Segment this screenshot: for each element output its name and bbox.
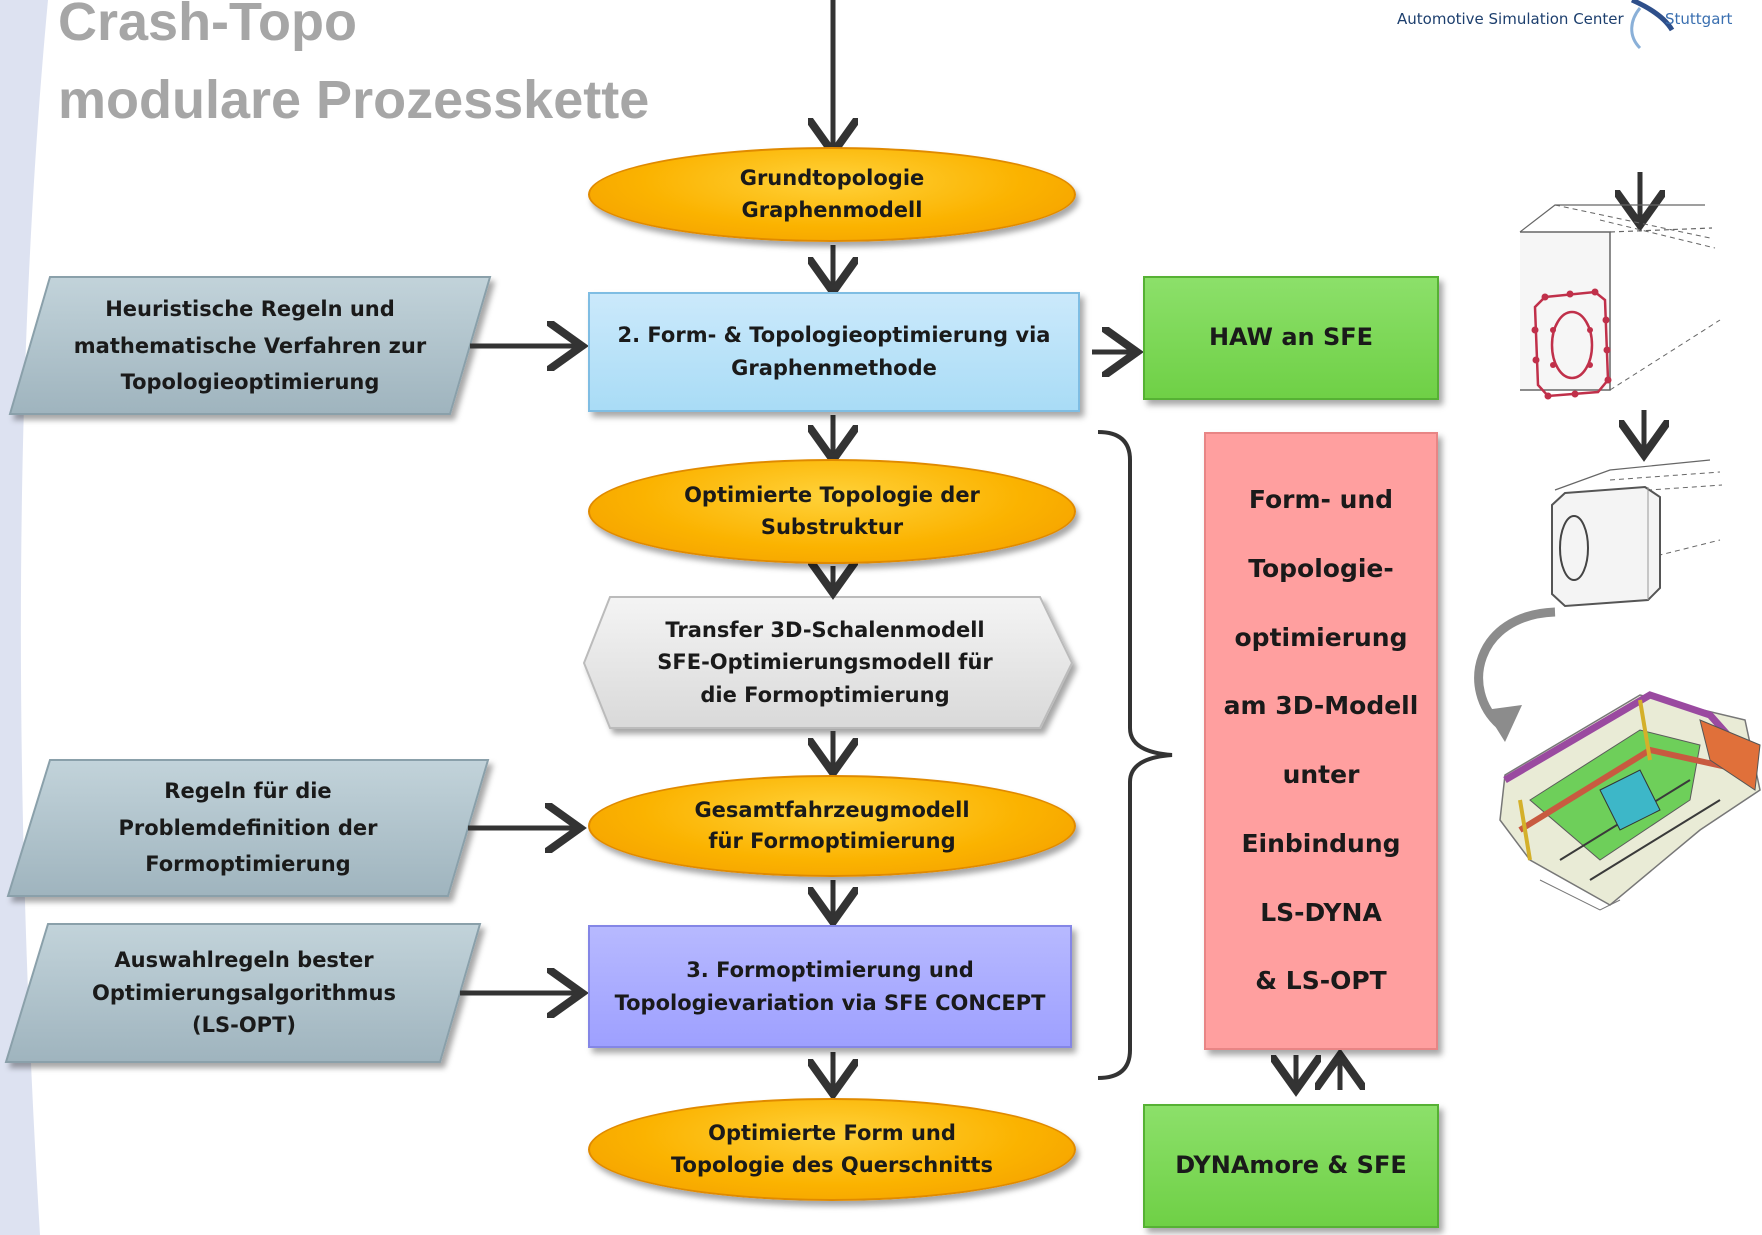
node-dynamore-sfe-label: DYNAmore & SFE <box>1175 1151 1407 1180</box>
vehicle-body-fe-model-icon <box>1499 691 1761 911</box>
node-step2: 2. Form- & Topologieoptimierung via Grap… <box>588 292 1080 412</box>
left-swoosh-decoration <box>0 0 48 1235</box>
heuristic-rules-shape <box>8 276 492 415</box>
node-step3-label: 3. Formoptimierung und Topologievariatio… <box>614 957 1046 1015</box>
node-selection-rules: Auswahlregeln bester Optimierungsalgorit… <box>34 927 454 1059</box>
transfer-hexagon-shape <box>582 596 1074 729</box>
node-haw-sfe-label: HAW an SFE <box>1208 323 1374 352</box>
node-form-topo-3d-label: Form- und Topologie- optimierung am 3D-M… <box>1223 485 1419 996</box>
node-optimized-form: Optimierte Form und Topologie des Quersc… <box>588 1098 1076 1201</box>
node-optimized-topology: Optimierte Topologie der Substruktur <box>588 459 1076 564</box>
selection-rules-shape <box>4 923 482 1063</box>
node-dynamore-sfe: DYNAmore & SFE <box>1143 1104 1439 1228</box>
beam-shell-model-icon <box>1551 459 1723 608</box>
node-total-vehicle-label: Gesamtfahrzeugmodell für Formoptimierung <box>694 797 970 854</box>
logo-org-name: Automotive Simulation Center <box>1397 10 1624 28</box>
node-total-vehicle: Gesamtfahrzeugmodell für Formoptimierung <box>588 775 1076 877</box>
page-title-line2: modulare Prozesskette <box>58 70 650 130</box>
node-heuristic-rules-label: Heuristische Regeln und mathematische Ve… <box>73 296 427 395</box>
node-grundtopologie: Grundtopologie Graphenmodell <box>588 147 1076 242</box>
node-grundtopologie-label: Grundtopologie Graphenmodell <box>739 166 925 222</box>
page-title-line1: Crash-Topo <box>58 0 357 52</box>
asc-logo-icon <box>1630 0 1675 50</box>
node-rules-problem-label: Regeln für die Problemdefinition der For… <box>118 778 378 877</box>
node-selection-rules-label: Auswahlregeln bester Optimierungsalgorit… <box>92 948 396 1038</box>
node-step3: 3. Formoptimierung und Topologievariatio… <box>588 925 1072 1048</box>
node-optimized-form-label: Optimierte Form und Topologie des Quersc… <box>671 1121 993 1177</box>
node-haw-sfe: HAW an SFE <box>1143 276 1439 400</box>
node-form-topo-3d: Form- und Topologie- optimierung am 3D-M… <box>1204 432 1438 1050</box>
node-transfer-label: Transfer 3D-Schalenmodell SFE-Optimierun… <box>657 617 993 707</box>
rules-problem-shape <box>6 759 490 897</box>
beam-graph-model-icon <box>1519 204 1721 400</box>
node-step2-label: 2. Form- & Topologieoptimierung via Grap… <box>617 323 1051 380</box>
node-transfer: Transfer 3D-Schalenmodell SFE-Optimierun… <box>600 600 1050 725</box>
node-heuristic-rules: Heuristische Regeln und mathematische Ve… <box>40 280 460 412</box>
logo-city: Stuttgart <box>1665 10 1733 28</box>
curly-brace <box>1097 430 1173 1080</box>
node-optimized-topology-label: Optimierte Topologie der Substruktur <box>684 483 980 539</box>
curved-gray-arrowhead <box>1485 705 1522 742</box>
node-rules-problem: Regeln für die Problemdefinition der For… <box>38 763 458 893</box>
